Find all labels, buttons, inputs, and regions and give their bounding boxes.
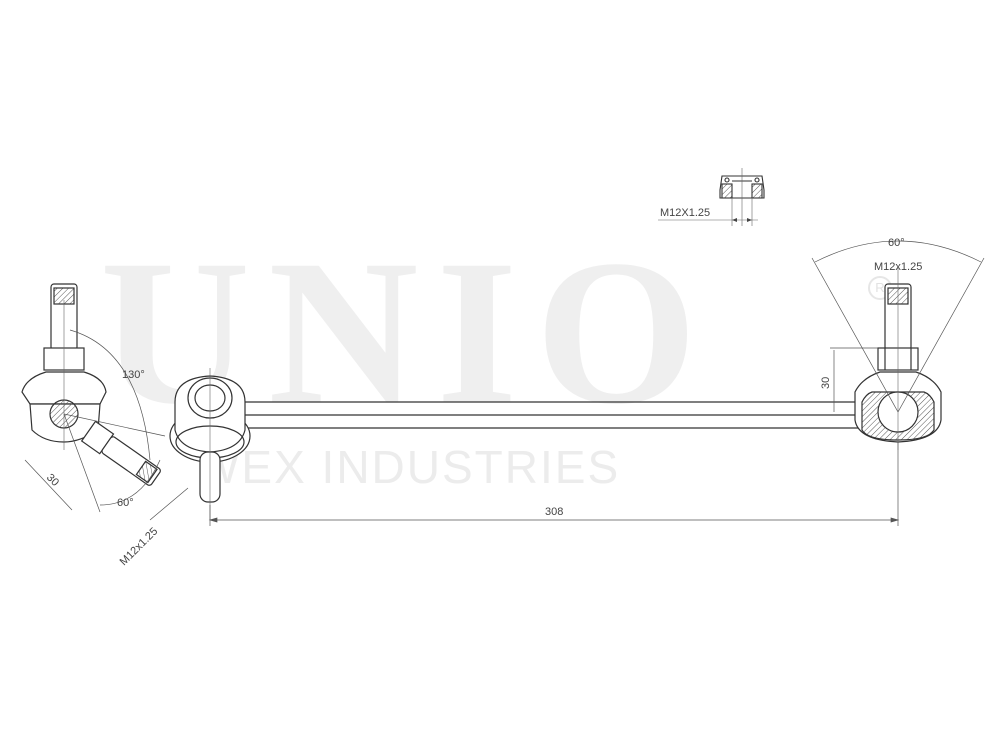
nut-thread-label: M12X1.25 xyxy=(660,207,710,219)
watermark-subtitle: WEX INDUSTRIES xyxy=(196,441,621,493)
link-bar xyxy=(245,401,862,429)
center-joint xyxy=(169,368,251,520)
length-dimension xyxy=(208,440,900,526)
right-joint xyxy=(854,268,942,450)
left-joint xyxy=(21,283,161,486)
left-inner-angle-label: 60° xyxy=(117,497,134,509)
right-angle-label: 60° xyxy=(888,237,905,249)
left-outer-angle-label: 130° xyxy=(122,369,145,381)
right-height-label: 30 xyxy=(820,377,832,389)
left-offset-label: 30 xyxy=(44,472,61,489)
length-label: 308 xyxy=(545,506,563,518)
right-thread-label: M12x1.25 xyxy=(874,261,922,273)
left-angle-dimensions xyxy=(24,329,189,521)
left-thread-label: M12x1.25 xyxy=(118,525,161,568)
right-angle-dimension xyxy=(811,240,985,413)
nut-detail xyxy=(658,168,765,226)
